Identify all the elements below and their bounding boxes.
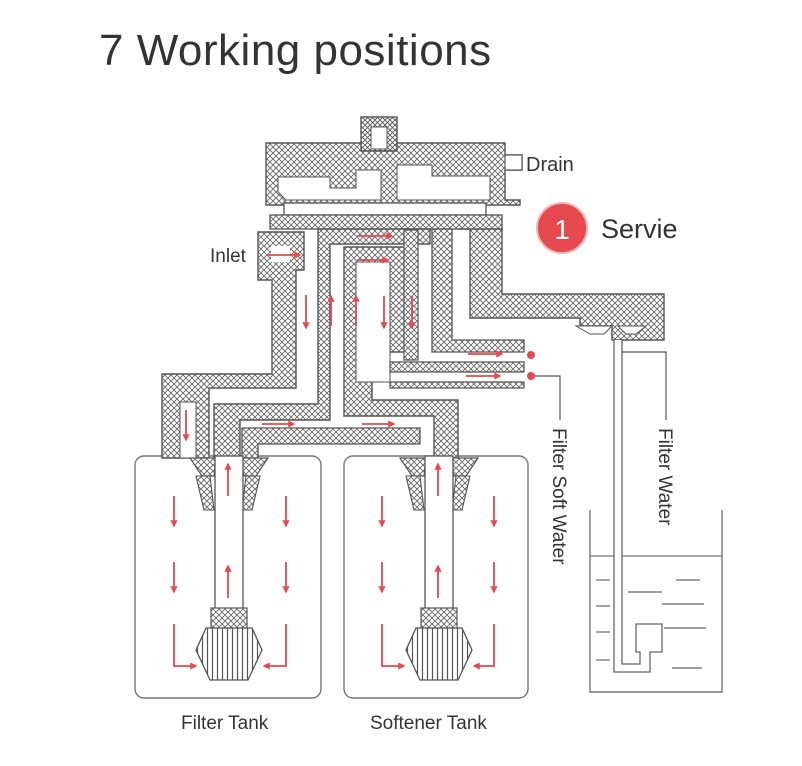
brine-tank: [589, 340, 723, 693]
filter-tank-distributor: [188, 455, 270, 681]
softener-tank-label: Softener Tank: [370, 713, 487, 734]
softener-tank-distributor: [398, 455, 480, 681]
drain-label: Drain: [526, 154, 574, 176]
inlet-label: Inlet: [210, 246, 247, 267]
step-badge: 1: [536, 202, 588, 254]
filter-soft-water-label: Filter Soft Water: [548, 428, 569, 565]
valve-head: [265, 116, 523, 230]
flow-arrows: [170, 232, 504, 670]
filter-tank-label: Filter Tank: [181, 713, 269, 734]
page-title: 7 Working positions: [99, 26, 492, 75]
step-number: 1: [554, 214, 570, 245]
callout-leaders: [527, 351, 667, 420]
filter-water-label: Filter Water: [654, 428, 675, 526]
step-label: Servie: [601, 214, 678, 244]
